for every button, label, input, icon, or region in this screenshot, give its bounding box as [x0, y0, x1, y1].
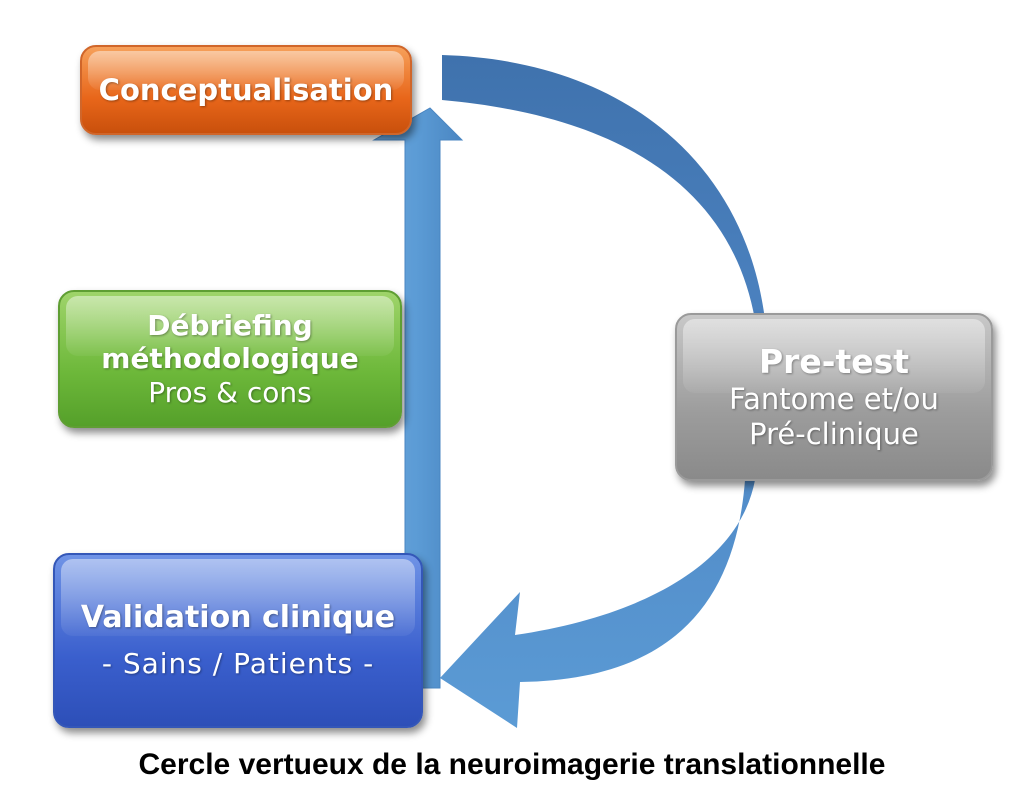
node-pretest-line2: Pré-clinique	[749, 417, 919, 452]
node-validation: Validation clinique - Sains / Patients -	[53, 553, 423, 728]
node-debriefing: Débriefing méthodologique Pros & cons	[58, 290, 402, 428]
node-debriefing-subtitle: Pros & cons	[148, 375, 312, 409]
node-debriefing-title-line2: méthodologique	[101, 342, 359, 376]
node-debriefing-title-line1: Débriefing	[147, 308, 313, 342]
node-conceptualisation: Conceptualisation	[80, 45, 412, 135]
node-pretest-title: Pre-test	[758, 341, 910, 381]
node-pretest-line1: Fantome et/ou	[729, 381, 939, 416]
node-pretest: Pre-test Fantome et/ou Pré-clinique	[675, 313, 993, 481]
node-validation-subtitle: - Sains / Patients -	[101, 647, 375, 681]
up-arrow-shape	[372, 107, 464, 689]
diagram-caption: Cercle vertueux de la neuroimagerie tran…	[138, 748, 886, 781]
curved-arrow-shape	[440, 55, 765, 728]
node-validation-title: Validation clinique	[80, 600, 396, 636]
node-conceptualisation-title: Conceptualisation	[98, 73, 394, 107]
